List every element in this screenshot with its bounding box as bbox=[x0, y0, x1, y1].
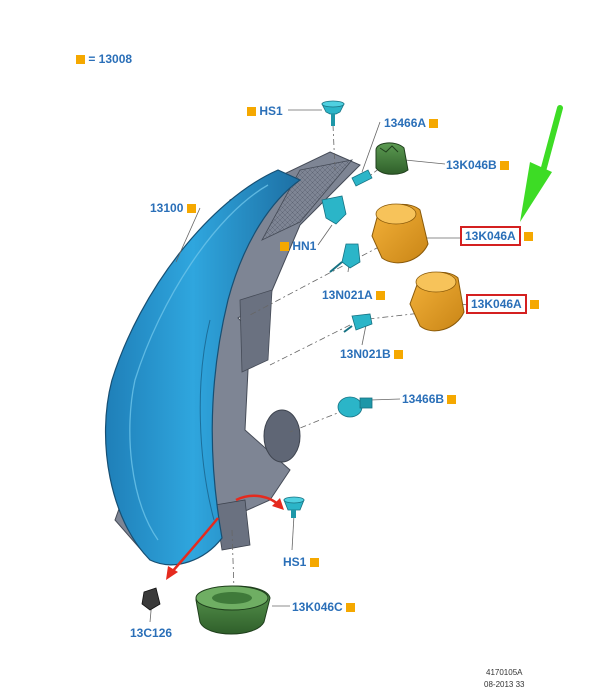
reference-date: 08-2013 33 bbox=[484, 680, 525, 689]
hs1-bulb-bottom bbox=[283, 496, 305, 518]
callout-square-icon bbox=[428, 119, 438, 129]
green-pointer-arrow bbox=[520, 105, 563, 222]
red-arrows bbox=[166, 494, 284, 580]
label-13100: 13100 bbox=[150, 201, 196, 215]
callout-square-icon bbox=[394, 350, 404, 360]
cap-13k046a-upper bbox=[371, 203, 429, 264]
callout-square-icon bbox=[500, 161, 510, 171]
label-hs1-bottom: HS1 bbox=[283, 555, 319, 569]
connector-13c126 bbox=[141, 587, 161, 611]
label-hn1: HN1 bbox=[280, 239, 316, 253]
reference-code: 4170105A bbox=[486, 668, 523, 677]
cap-13k046a-lower bbox=[409, 271, 465, 332]
label-13466b: 13466B bbox=[402, 392, 457, 406]
callout-square-icon bbox=[524, 232, 534, 242]
legend-text: = 13008 bbox=[88, 52, 133, 66]
bulb-13n021a bbox=[329, 243, 361, 273]
label-13c126: 13C126 bbox=[130, 626, 173, 640]
headlamp-lens bbox=[104, 169, 302, 566]
callout-square-icon bbox=[76, 55, 85, 65]
legend: = 13008 bbox=[76, 52, 132, 66]
bulb-13466a bbox=[351, 169, 373, 187]
cap-13k046b bbox=[375, 142, 409, 175]
callout-square-icon bbox=[186, 204, 196, 214]
label-13466a: 13466A bbox=[384, 116, 438, 130]
callout-square-icon bbox=[280, 242, 289, 252]
callout-square-icon bbox=[346, 603, 356, 613]
hn1-bulb bbox=[321, 195, 347, 225]
highlight-box: 13K046A bbox=[466, 294, 527, 314]
callout-square-icon bbox=[247, 107, 256, 117]
bulb-13n021b bbox=[343, 313, 373, 333]
label-13n021b: 13N021B bbox=[340, 347, 404, 361]
bulb-13466b bbox=[337, 396, 373, 418]
label-13k046a-lower: 13K046A bbox=[466, 294, 540, 314]
callout-square-icon bbox=[375, 291, 385, 301]
leader-lines bbox=[149, 109, 469, 623]
highlight-box: 13K046A bbox=[460, 226, 521, 246]
callout-square-icon bbox=[447, 395, 457, 405]
label-13k046a-upper: 13K046A bbox=[460, 226, 534, 246]
label-13n021a: 13N021A bbox=[322, 288, 385, 302]
cap-13k046c bbox=[195, 585, 271, 635]
label-13k046b: 13K046B bbox=[446, 158, 510, 172]
label-hs1-top: HS1 bbox=[247, 104, 283, 118]
callout-square-icon bbox=[309, 558, 319, 568]
hs1-bulb-top bbox=[321, 100, 345, 126]
label-13k046c: 13K046C bbox=[292, 600, 356, 614]
callout-square-icon bbox=[530, 300, 540, 310]
